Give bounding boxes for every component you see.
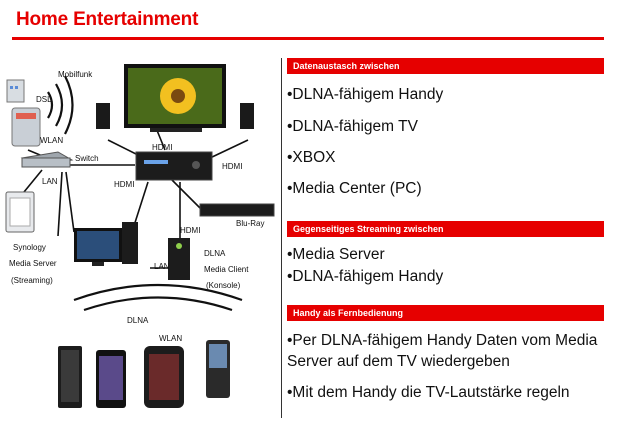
label-lan-left: LAN — [42, 177, 58, 186]
av-receiver-icon — [135, 151, 213, 181]
smartphone-3-icon — [144, 346, 184, 408]
desktop-pc-icon — [74, 222, 138, 266]
column-divider — [281, 58, 282, 418]
label-switch: Switch — [75, 154, 99, 163]
speaker-left-icon — [96, 103, 110, 129]
label-dlna-client-2: Media Client — [204, 265, 249, 274]
wlan-router-icon — [11, 107, 41, 147]
section-heading-datenaustausch: Datenaustasch zwischen — [287, 58, 604, 74]
dlna-waves-icon — [73, 283, 243, 312]
nas-server-icon — [5, 191, 35, 233]
label-wlan-bottom: WLAN — [159, 334, 183, 343]
bluray-player-icon — [199, 203, 275, 217]
section-heading-streaming: Gegenseitiges Streaming zwischen — [287, 221, 604, 237]
list-item: •DLNA-fähigem TV — [287, 118, 418, 135]
title-rule — [12, 37, 604, 40]
label-dlna-bottom: DLNA — [127, 316, 149, 325]
label-synology-2: Media Server — [9, 259, 57, 268]
television-icon — [124, 64, 226, 132]
smartphone-2-icon — [96, 350, 126, 408]
list-item: •DLNA-fähigem Handy — [287, 268, 444, 285]
list-item: •Per DLNA-fähigem Handy Daten vom Media … — [287, 332, 598, 370]
list-item: •XBOX — [287, 149, 336, 166]
label-mobilfunk: Mobilfunk — [58, 70, 93, 79]
list-item: •DLNA-fähigem Handy — [287, 86, 444, 103]
smartphone-1-icon — [58, 346, 82, 408]
label-dlna-client-3: (Konsole) — [206, 281, 241, 290]
list-item: •Mit dem Handy die TV-Lautstärke regeln — [287, 384, 570, 401]
wifi-waves-icon — [47, 75, 74, 135]
label-dsl: DSL — [36, 95, 52, 104]
label-synology-1: Synology — [13, 243, 46, 252]
speaker-right-icon — [240, 103, 254, 129]
section-heading-fernbedienung: Handy als Fernbedienung — [287, 305, 604, 321]
list-item: •Media Server — [287, 246, 385, 263]
label-lan-bottom: LAN — [154, 262, 170, 271]
label-hdmi-left: HDMI — [114, 180, 135, 189]
page-title: Home Entertainment — [16, 9, 199, 30]
label-hdmi-bottom: HDMI — [180, 226, 201, 235]
dsl-modem-icon — [6, 79, 25, 103]
network-diagram — [5, 64, 275, 408]
smartphone-4-icon — [206, 340, 230, 398]
connection-lines — [23, 117, 249, 269]
list-item: •Media Center (PC) — [287, 180, 422, 197]
label-wlan-top: WLAN — [40, 136, 64, 145]
game-console-icon — [168, 238, 190, 280]
label-hdmi-top: HDMI — [152, 143, 173, 152]
network-switch-icon — [20, 151, 74, 168]
label-bluray: Blu-Ray — [236, 219, 265, 228]
label-hdmi-right: HDMI — [222, 162, 243, 171]
label-dlna-client-1: DLNA — [204, 249, 226, 258]
label-synology-3: (Streaming) — [11, 276, 53, 285]
